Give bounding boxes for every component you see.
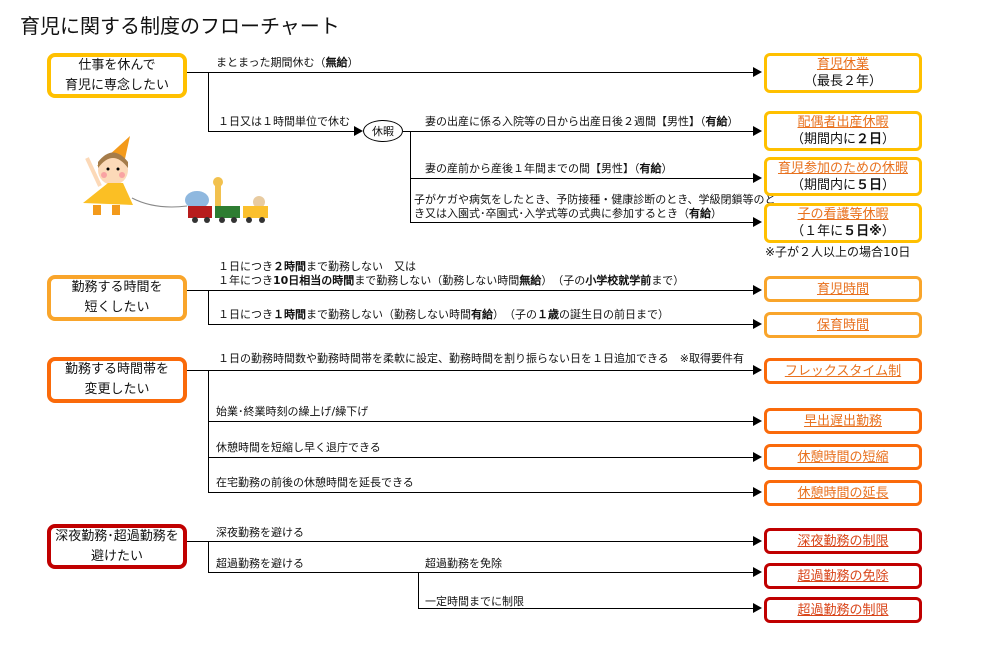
need-avoid-overtime: 深夜勤務･超過勤務を 避けたい bbox=[47, 524, 187, 569]
label-overtime-exempt: 超過勤務を免除 bbox=[425, 557, 502, 570]
label-overtime-limit: 一定時間までに制限 bbox=[425, 595, 524, 608]
dest-spouse-birth-leave[interactable]: 配偶者出産休暇（期間内に２日） bbox=[764, 111, 922, 151]
need-take-leave: 仕事を休んで 育児に専念したい bbox=[47, 53, 187, 98]
link-child-nursing-leave[interactable]: 子の看護等休暇 bbox=[797, 207, 889, 222]
link-break-extend[interactable]: 休憩時間の延長 bbox=[797, 485, 889, 501]
link-childcare-time[interactable]: 育児時間 bbox=[816, 281, 869, 297]
label-staggered: 始業･終業時刻の繰上げ/繰下げ bbox=[216, 405, 369, 418]
link-childcare-leave[interactable]: 育児休業 bbox=[816, 57, 869, 72]
dest-nursing-time[interactable]: 保育時間 bbox=[764, 312, 922, 338]
child-toy-illustration bbox=[83, 136, 268, 223]
page-title: 育児に関する制度のフローチャート bbox=[20, 14, 340, 38]
dest-child-nursing-leave[interactable]: 子の看護等休暇（１年に５日※） bbox=[764, 203, 922, 243]
link-break-shorten[interactable]: 休憩時間の短縮 bbox=[797, 449, 889, 465]
dest-participation-leave[interactable]: 育児参加のための休暇（期間内に５日） bbox=[764, 157, 922, 196]
dest-childcare-time[interactable]: 育児時間 bbox=[764, 276, 922, 302]
dest-break-extend[interactable]: 休憩時間の延長 bbox=[764, 480, 922, 506]
label-break-extend: 在宅勤務の前後の休憩時間を延長できる bbox=[216, 476, 414, 489]
label-flex: １日の勤務時間数や勤務時間帯を柔軟に設定、勤務時間を割り振らない日を１日追加でき… bbox=[218, 352, 744, 365]
link-night-limit[interactable]: 深夜勤務の制限 bbox=[797, 533, 889, 549]
link-overtime-exempt[interactable]: 超過勤務の免除 bbox=[797, 568, 889, 584]
label-break-shorten: 休憩時間を短縮し早く退庁できる bbox=[216, 441, 381, 454]
label-nursing-time: １日につき１時間まで勤務しない（勤務しない時間有給） （子の１歳の誕生日の前日ま… bbox=[218, 308, 669, 321]
dest-overtime-exempt[interactable]: 超過勤務の免除 bbox=[764, 563, 922, 589]
label-short-leave: １日又は１時間単位で休む bbox=[218, 115, 350, 128]
link-nursing-time[interactable]: 保育時間 bbox=[816, 317, 869, 333]
label-spouse-birth: 妻の出産に係る入院等の日から出産日後２週間【男性】（有給） bbox=[425, 115, 739, 128]
label-avoid-overtime: 超過勤務を避ける bbox=[216, 557, 304, 570]
label-avoid-night: 深夜勤務を避ける bbox=[216, 526, 304, 539]
link-staggered[interactable]: 早出遅出勤務 bbox=[803, 413, 882, 429]
dest-night-limit[interactable]: 深夜勤務の制限 bbox=[764, 528, 922, 554]
dest-staggered[interactable]: 早出遅出勤務 bbox=[764, 408, 922, 434]
need-change-hours: 勤務する時間帯を 変更したい bbox=[47, 357, 187, 403]
label-child-care: 子がケガや病気をしたとき、予防接種・健康診断のとき、学級閉鎖等のとき又は入園式･… bbox=[414, 193, 776, 220]
dest-childcare-leave[interactable]: 育児休業（最長２年） bbox=[764, 53, 922, 93]
dest-flextime[interactable]: フレックスタイム制 bbox=[764, 358, 922, 384]
dest-overtime-limit[interactable]: 超過勤務の制限 bbox=[764, 597, 922, 623]
link-flextime[interactable]: フレックスタイム制 bbox=[784, 363, 902, 379]
note: ※子が２人以上の場合10日 bbox=[765, 245, 911, 259]
link-spouse-birth-leave[interactable]: 配偶者出産休暇 bbox=[797, 115, 889, 130]
label-long-leave: まとまった期間休む（無給） bbox=[216, 56, 359, 69]
label-childcare-participation: 妻の産前から産後１年間までの間【男性】（有給） bbox=[425, 162, 673, 175]
link-participation-leave[interactable]: 育児参加のための休暇 bbox=[777, 160, 908, 176]
leave-node: 休暇 bbox=[363, 120, 403, 142]
need-shorten-hours: 勤務する時間を 短くしたい bbox=[47, 275, 187, 321]
link-overtime-limit[interactable]: 超過勤務の制限 bbox=[797, 602, 889, 618]
dest-break-shorten[interactable]: 休憩時間の短縮 bbox=[764, 444, 922, 470]
